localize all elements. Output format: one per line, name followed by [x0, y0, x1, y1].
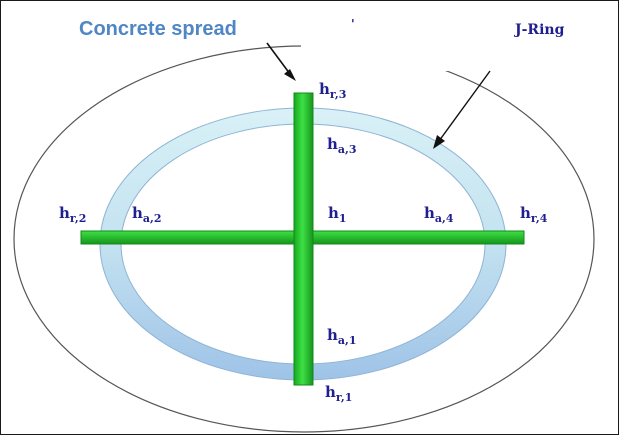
vertical-bar: [293, 92, 314, 386]
label-ha3: ha,3: [327, 135, 357, 156]
label-ha4: ha,4: [424, 204, 454, 225]
ring-pointer-arrowhead: [433, 135, 445, 149]
j-ring-label: J-Ring: [515, 22, 565, 38]
stray-mark: ': [351, 17, 355, 31]
label-hr2: hr,2: [59, 204, 87, 225]
label-ha1: ha,1: [327, 326, 357, 347]
label-hr3: hr,3: [319, 80, 347, 101]
label-ha2: ha,2: [132, 204, 162, 225]
title-background: [301, 1, 511, 71]
label-h1: h1: [328, 204, 347, 225]
label-hr1: hr,1: [325, 383, 353, 404]
spread-pointer-arrowhead: [284, 69, 296, 81]
concrete-spread-title: Concrete spread: [79, 18, 237, 40]
label-hr4: hr,4: [520, 204, 548, 225]
ring-pointer-arrow: [438, 70, 491, 142]
